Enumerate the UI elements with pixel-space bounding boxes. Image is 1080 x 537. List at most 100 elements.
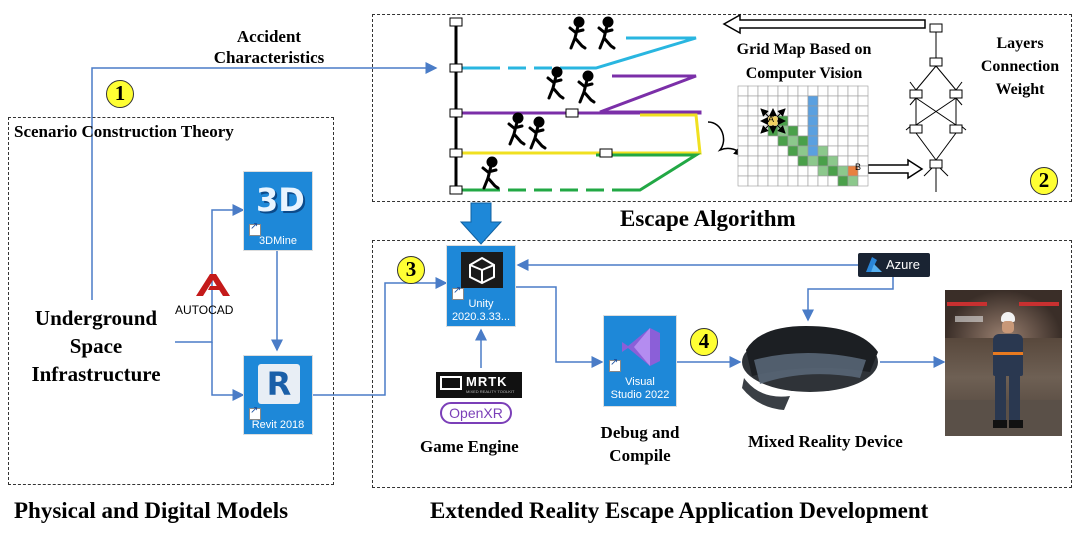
grid-cell <box>817 95 829 107</box>
grid-cell <box>737 165 749 177</box>
grid-cell <box>857 115 869 127</box>
grid-cell <box>747 95 759 107</box>
grid-cell <box>787 135 799 147</box>
grid-cell <box>777 155 789 167</box>
grid-cell <box>817 85 829 97</box>
step-4-badge: 4 <box>690 328 718 356</box>
grid-direction-arrow <box>776 108 786 118</box>
grid-cell <box>817 165 829 177</box>
grid-map-label: Grid Map Based on Computer Vision <box>736 41 872 82</box>
scenario-theory-title: Scenario Construction Theory <box>14 122 234 141</box>
grid-cell <box>787 125 799 137</box>
grid-cell <box>737 125 749 137</box>
grid-to-network-arrow <box>867 158 924 180</box>
grid-cell <box>737 145 749 157</box>
grid-cell <box>797 175 809 187</box>
grid-cell <box>837 115 849 127</box>
escape-algorithm-box <box>372 14 1072 202</box>
grid-cell <box>777 85 789 97</box>
evacuee-figures <box>481 16 616 190</box>
scenario-construction-box <box>8 117 334 485</box>
revit-app-tile[interactable]: R Revit 2018 <box>243 355 313 435</box>
grid-cell <box>737 135 749 147</box>
grid-cell <box>827 125 839 137</box>
grid-direction-arrow <box>760 108 770 118</box>
grid-cell <box>827 115 839 127</box>
accident-arrow <box>91 62 438 300</box>
grid-cell <box>737 115 749 127</box>
unity-app-tile[interactable]: Unity 2020.3.33... <box>446 245 516 327</box>
worker-figure <box>989 312 1025 430</box>
grid-cell <box>857 175 869 187</box>
step-3-badge: 3 <box>397 256 425 284</box>
openxr-logo: OpenXR <box>440 402 512 424</box>
grid-cell <box>807 165 819 177</box>
grid-cell <box>787 85 799 97</box>
grid-cell <box>837 95 849 107</box>
grid-cell <box>837 175 849 187</box>
grid-cell <box>847 85 859 97</box>
mixed-reality-label: Mixed Reality Device <box>748 432 903 451</box>
grid-cell <box>827 175 839 187</box>
grid-cell <box>767 135 779 147</box>
grid-cell <box>787 165 799 177</box>
azure-icon <box>866 257 882 272</box>
grid-cell <box>757 145 769 157</box>
grid-cell <box>767 85 779 97</box>
underground-label: Underground Space Infrastructure <box>31 306 161 386</box>
azure-badge[interactable]: Azure <box>858 253 930 277</box>
debug-compile-label: Debug and Compile <box>600 423 680 465</box>
grid-cell <box>747 135 759 147</box>
grid-cell <box>757 165 769 177</box>
grid-cell <box>737 155 749 167</box>
headset-device <box>742 326 878 410</box>
grid-cell <box>817 175 829 187</box>
grid-cell <box>827 145 839 157</box>
unity-to-vs-arrow <box>516 286 604 368</box>
autocad-label: AUTOCAD <box>175 303 234 317</box>
grid-cell <box>777 135 789 147</box>
layers-connection-weight-label: Layers Connection Weight <box>980 35 1060 98</box>
grid-cell <box>757 155 769 167</box>
grid-cell <box>817 145 829 157</box>
grid-cell <box>817 125 829 137</box>
network-to-layers-arrow <box>722 13 926 35</box>
grid-direction-arrow <box>776 124 786 134</box>
grid-end-label: B <box>855 162 862 172</box>
algorithm-to-unity-arrow <box>459 202 503 245</box>
grid-cell <box>747 85 759 97</box>
grid-cell <box>777 145 789 157</box>
shortcut-icon <box>609 357 621 372</box>
grid-cell <box>807 135 819 147</box>
visual-studio-app-tile[interactable]: Visual Studio 2022 <box>603 315 677 407</box>
grid-cell <box>837 145 849 157</box>
step-1-badge: 1 <box>106 80 134 108</box>
grid-cell <box>747 115 759 127</box>
grid-cell <box>807 175 819 187</box>
grid-cell <box>777 95 789 107</box>
grid-cell <box>797 135 809 147</box>
grid-cell <box>797 115 809 127</box>
grid-cell <box>777 165 789 177</box>
grid-cell <box>757 85 769 97</box>
visual-studio-icon <box>620 326 662 368</box>
grid-cell <box>807 115 819 127</box>
grid-map <box>737 85 869 187</box>
grid-cell <box>747 175 759 187</box>
grid-direction-arrow <box>760 124 770 134</box>
grid-cell <box>837 125 849 137</box>
mine3d-app-tile[interactable]: 3D 3DMine <box>243 171 313 251</box>
azure-to-headset-arrow <box>802 277 894 322</box>
grid-cell <box>857 145 869 157</box>
grid-cell <box>807 105 819 117</box>
grid-cell <box>837 155 849 167</box>
grid-cell <box>747 165 759 177</box>
grid-cell <box>857 95 869 107</box>
grid-cell <box>847 105 859 117</box>
grid-cell <box>807 155 819 167</box>
escape-algorithm-title: Escape Algorithm <box>620 206 796 231</box>
accident-characteristics-label: Accident Characteristics <box>213 27 325 67</box>
grid-cell <box>737 85 749 97</box>
grid-cell <box>817 115 829 127</box>
